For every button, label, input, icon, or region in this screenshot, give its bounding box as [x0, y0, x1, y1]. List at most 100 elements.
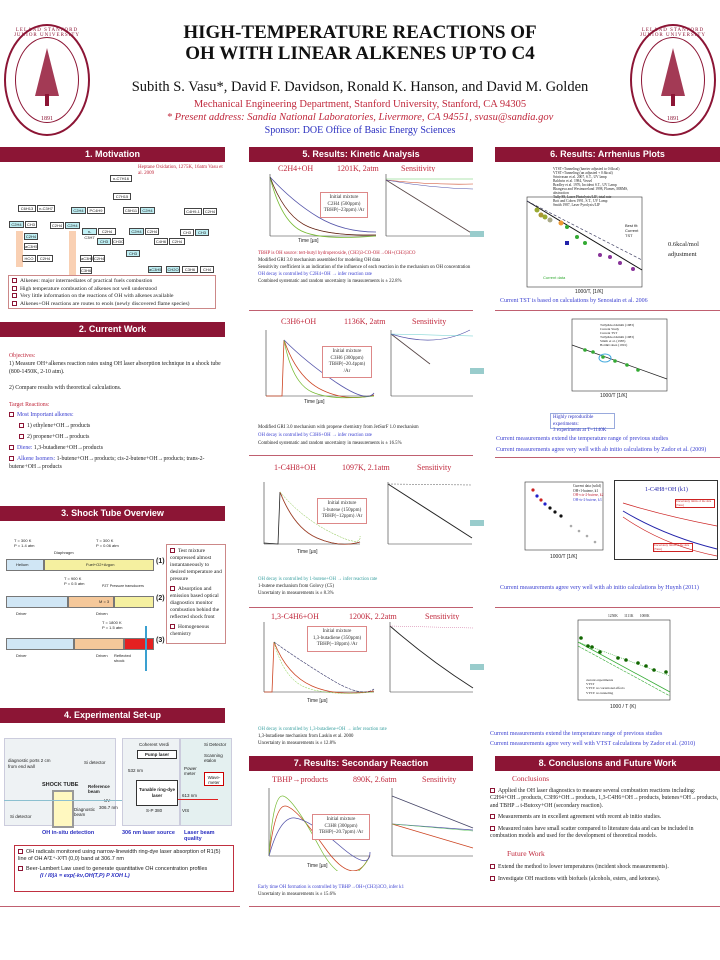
section-header-setup: 4. Experimental Set-up [0, 708, 225, 723]
shock-tube-notes: Test mixture compressed almost instantan… [166, 544, 226, 644]
chart-1-c4h8-inset: 1-C4H8+OH (k1) Uncertainty limits of the… [614, 480, 718, 560]
diagram-node: C7H15 [113, 193, 131, 200]
diagram-node: PC4H9 [87, 207, 105, 214]
chart-arrhenius-c3h6: Tully&Goldsmith (1983) Current Study Cur… [560, 315, 670, 400]
stanford-seal-left: LELAND STANFORD JUNIOR UNIVERSITY 1891 [4, 24, 90, 136]
diagram-node: CH3 [97, 238, 111, 245]
diagram-node: C2H4 [50, 222, 64, 229]
diagram-node: CH3O [112, 238, 125, 245]
kinetic-panel2-notes: Modified GRI 3.0 mechanism with propene … [258, 425, 419, 446]
shock-tube-icon [52, 790, 74, 828]
diagram-node: HCO [22, 255, 36, 262]
secondary-notes: Early time OH formation is controlled by… [258, 885, 404, 897]
arrow-right-icon [470, 368, 484, 374]
diagram-node: C2H4 [145, 228, 159, 235]
laser-beam [145, 626, 147, 671]
chart-arrhenius-butadiene: 1250K 1111K 1000K current experiments VT… [550, 612, 675, 712]
diagram-node: C2H4 [203, 208, 217, 215]
diagram-node: C2H4 [65, 222, 80, 229]
chart-c2h4-oh: Time [μs] Initial mixture C2H4 (500ppm) … [258, 172, 378, 247]
reaction-diagram: Heptane Oxidation, 1275K, 16atm Vasu et … [8, 165, 223, 276]
setup-diagram: diagnostic ports 2 cm from end wall Si d… [4, 738, 232, 842]
section-header-kinetic: 5. Results: Kinetic Analysis [249, 147, 473, 162]
reproducibility-callout: Highly reproducible experiments: 3 exper… [550, 413, 615, 433]
initial-mixture-box: Initial mixture 1,3-butadiene (350ppm) T… [307, 626, 367, 652]
initial-mixture-box: Initial mixture 1-butene (150ppm) TBHP(~… [317, 498, 367, 524]
setup-notes: OH radicals monitored using narrow-linew… [14, 845, 234, 892]
adjustment-note: 0.6kcal/mol adjustment [668, 241, 699, 258]
tree-icon [35, 48, 59, 96]
chart-13-c4h6-oh: Time [μs] Initial mixture 1,3-butadiene … [252, 620, 377, 710]
diagram-node: C3H6 [80, 267, 92, 274]
stanford-seal-right: LELAND STANFORD JUNIOR UNIVERSITY 1891 [630, 24, 716, 136]
sponsor: Sponsor: DOE Office of Basic Energy Scie… [264, 125, 456, 136]
chart-1-c4h8-oh: Time [μs] Initial mixture 1-butene (150p… [252, 478, 372, 558]
section-header-arrhenius: 6. Results: Arrhenius Plots [495, 147, 720, 162]
diagram-node: aC3H5 [148, 266, 162, 273]
chart-tbhp: Time [μs] Initial mixture C3H8 (300ppm) … [255, 786, 375, 871]
section-header-motivation: 1. Motivation [0, 147, 225, 162]
arrhenius4-legend: current experiments VTST VTST: no variat… [586, 678, 625, 695]
chart-tbhp-sensitivity [382, 786, 475, 871]
diagram-node: C2H4 [9, 221, 24, 228]
kinetic-panel3-notes: OH decay is controlled by 1-butene+OH → … [258, 577, 378, 596]
seal-ring-text: LELAND STANFORD JUNIOR UNIVERSITY [13, 28, 81, 38]
initial-mixture-box: Initial mixture C3H8 (300ppm) TBHP(~20.7… [312, 814, 370, 840]
arrhenius1-legend: VTST+Tunneling (barrier adjusted to 0.6k… [553, 167, 629, 207]
present-address: * Present address: Sandia National Labor… [166, 112, 554, 123]
diagram-node: aC3H5 [80, 255, 94, 262]
diagram-caption: Heptane Oxidation, 1275K, 16atm Vasu et … [138, 165, 223, 176]
initial-mixture-box: Initial mixture C2H4 (500ppm) TBHP(~23pp… [320, 192, 368, 218]
arrhenius2-legend: Tully&Goldsmith (1983) Current Study Cur… [600, 323, 635, 347]
beer-lambert-equation: (I / I0)λ = exp(-kν,OH(T,P) P XOH L) [40, 873, 130, 879]
diagram-node: n-C3H7 [82, 228, 97, 240]
diagram-node: C6H13 [18, 205, 36, 212]
seal-year: 1891 [41, 116, 53, 122]
section-header-secondary: 7. Results: Secondary Reaction [249, 756, 473, 771]
diagram-node: CH3 [126, 250, 140, 257]
arrhenius3-legend: Current data (solid) OH+1-butene, k1 OH+… [573, 484, 604, 502]
diagram-node: C4H9-1 [184, 208, 202, 215]
chart-c2h4-sensitivity [380, 172, 475, 247]
arrhenius4-caption-1: Current measurements extend the temperat… [490, 731, 663, 737]
diagram-node: C4H6 [154, 238, 168, 245]
kinetic-panel4-notes: OH decay is controlled by 1,3-butadiene+… [258, 727, 387, 746]
diagram-node: CH2O [166, 266, 180, 273]
authors: Subith S. Vasu*, David F. Davidson, Rona… [131, 79, 589, 95]
chart-c3h6-oh: Time [μs] Initial mixture C3H6 (300ppm) … [252, 328, 377, 408]
section-header-conclusions: 8. Conclusions and Future Work [495, 756, 720, 771]
poster-title: HIGH-TEMPERATURE REACTIONS OF OH WITH LI… [183, 22, 537, 64]
kinetic-panel1-notes: TBHP is OH source: tert-butyl hydroperox… [258, 251, 471, 284]
diagram-node: CH3 [180, 229, 194, 236]
arrhenius1-caption: Current TST is based on calculations by … [500, 298, 648, 304]
diagram-node: CH3 [25, 221, 37, 228]
arrow-right-icon [470, 520, 484, 526]
diagram-node: n-C3H7 [37, 205, 55, 212]
chart-arrhenius-c2h4: VTST+Tunneling (barrier adjusted to 0.6k… [505, 165, 645, 295]
arrow-right-icon [470, 231, 484, 237]
diagram-node: C2H4 [169, 238, 185, 245]
section-header-shock-tube: 3. Shock Tube Overview [0, 506, 225, 521]
diagram-node: CH3 [195, 229, 209, 236]
chart-13-c4h6-sensitivity [384, 620, 475, 710]
tree-icon [661, 48, 685, 96]
arrhenius4-caption-2: Current measurements agree very well wit… [490, 741, 696, 747]
chart-1-c4h8-sensitivity [380, 478, 475, 558]
affiliation: Mechanical Engineering Department, Stanf… [193, 99, 527, 110]
diagram-node: C2H4 [98, 228, 116, 235]
diagram-node: C2H4 [37, 255, 53, 262]
initial-mixture-box: Initial mixture C3H6 (300ppm) TBHP(~20.4… [322, 346, 372, 378]
conclusions-body: Conclusions Applied the OH laser diagnos… [490, 774, 719, 882]
diagram-node: C3H6 [182, 266, 198, 273]
diagram-node: C2H4 [140, 207, 155, 214]
diagram-node: C2H4 [129, 228, 144, 235]
current-work-body: Objectives: 1) Measure OH+alkenes reacti… [9, 353, 221, 470]
arrhenius3-caption: Current measurements agree very well wit… [500, 585, 699, 591]
chart-arrhenius-butenes: Current data (solid) OH+1-butene, k1 OH+… [505, 478, 605, 563]
diagram-node: C2H4 [71, 207, 86, 214]
diagram-node: C2H4 [24, 233, 38, 240]
diagram-node: C5H11 [123, 207, 139, 214]
diagram-node: CH4 [200, 266, 214, 273]
diagram-node: aC3H5 [24, 243, 38, 250]
arrhenius2-caption-1: Current measurements extend the temperat… [496, 436, 669, 442]
